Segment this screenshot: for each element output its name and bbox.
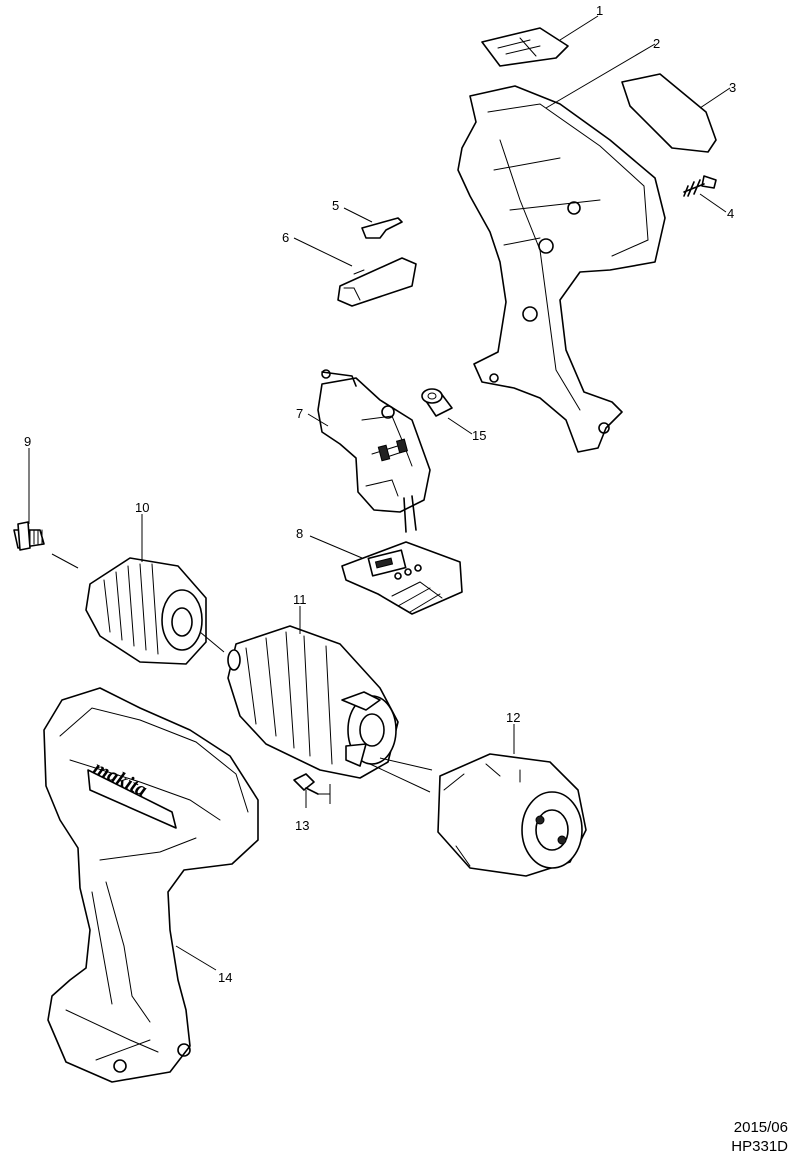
part-7-switch-assembly [317,369,431,533]
callout-9: 9 [24,434,31,449]
diagram-footer: 2015/06 HP331D [731,1118,788,1156]
part-10-drill-chuck [85,557,207,665]
part-15-rubber-ring [421,388,453,417]
model-number: HP331D [731,1138,788,1155]
part-1-switch-button [481,27,569,67]
part-9-hex-socket-screw [13,521,45,551]
callout-11: 11 [293,592,307,607]
part-14-housing-set: makita [43,687,259,1083]
callout-numbers: 1 2 3 4 5 6 7 8 9 10 11 12 13 14 15 [24,3,736,985]
part-4-tapping-screw [683,175,717,197]
callout-6: 6 [282,230,289,245]
part-5-leaf-spring [361,217,403,239]
leader-lines [28,15,731,971]
part-12-dc-motor [437,753,587,877]
part-11-gear-assembly [227,625,399,779]
part-3-label [621,73,717,153]
part-13-screw [293,773,319,795]
callout-7: 7 [296,406,303,421]
callout-5: 5 [332,198,339,213]
part-2-housing-right [457,85,666,453]
revision-date: 2015/06 [733,1119,788,1136]
callout-3: 3 [729,80,736,95]
callout-2: 2 [653,36,660,51]
part-8-controller [341,541,463,615]
part-6-change-lever [337,257,417,307]
callout-10: 10 [135,500,149,515]
callout-8: 8 [296,526,303,541]
callout-4: 4 [727,206,734,221]
callout-15: 15 [472,428,486,443]
callout-13: 13 [295,818,309,833]
callout-1: 1 [596,3,603,18]
callout-12: 12 [506,710,520,725]
callout-14: 14 [218,970,232,985]
